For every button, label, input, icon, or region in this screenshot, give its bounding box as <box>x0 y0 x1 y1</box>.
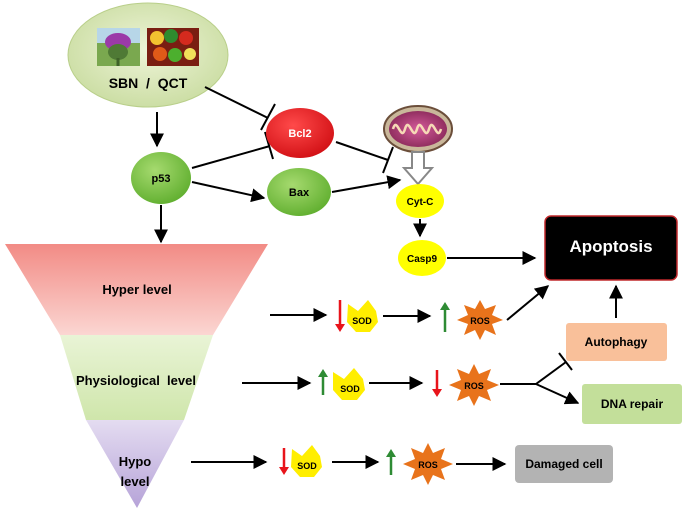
arrow-mito-to-cytc <box>401 151 435 186</box>
inhibit-bar-p53-bcl2 <box>264 131 274 160</box>
hypo-level-label-line2: level <box>121 474 150 489</box>
hyper-level-label: Hyper level <box>102 282 171 297</box>
casp9-label: Casp9 <box>407 254 437 265</box>
inhibit-p53-to-bcl2 <box>191 145 271 169</box>
ros-star <box>457 300 503 340</box>
level-triangle: Hyper level Physiological level Hypo lev… <box>5 244 268 508</box>
cytc-label: Cyt-C <box>407 197 434 208</box>
produce-image <box>147 28 199 66</box>
damaged-cell-label: Damaged cell <box>525 457 602 471</box>
source-group: SBN / QCT <box>67 2 229 108</box>
autophagy-box <box>566 323 667 361</box>
arrow-p53-to-bax <box>191 181 266 203</box>
autophagy-label: Autophagy <box>585 335 648 349</box>
row1-sod-label: SOD <box>352 316 372 326</box>
inhibit-ros-to-autophagy <box>535 361 567 385</box>
ros-star <box>449 364 499 406</box>
up-arrow-head <box>386 449 396 457</box>
inhibit-bar-bcl2-mito <box>382 146 394 174</box>
bax-label: Bax <box>289 187 310 199</box>
row2-ros-label: ROS <box>464 381 484 391</box>
down-arrow-head <box>279 467 289 475</box>
damaged-cell-box <box>515 445 613 483</box>
up-arrow-head <box>440 302 450 310</box>
inhibit-source-to-bcl2 <box>204 86 269 119</box>
apoptosis-box <box>544 215 678 281</box>
down-arrow-head <box>432 389 442 397</box>
physiological-level-label: Physiological level <box>76 373 196 388</box>
hypo-band <box>86 420 184 508</box>
p53-node <box>131 152 191 204</box>
row2-sod-label: SOD <box>340 384 360 394</box>
dna-repair-box <box>582 384 682 424</box>
source-label: SBN / QCT <box>109 75 188 91</box>
row3-sod-label: SOD <box>297 461 317 471</box>
arrow-ros-to-dna-repair <box>535 383 580 405</box>
arrow-bax-to-cytc <box>331 175 402 193</box>
inhibit-bcl2-to-mito <box>335 141 389 161</box>
physiological-band <box>60 335 213 420</box>
up-arrow-head <box>318 369 328 377</box>
mitochondrion-image <box>383 105 453 153</box>
hypo-level-label-line1: Hypo <box>119 454 152 469</box>
thistle-image <box>97 28 140 66</box>
down-arrow-head <box>335 324 345 332</box>
bcl2-label: Bcl2 <box>288 128 311 140</box>
bcl2-node <box>266 108 334 158</box>
ros-star <box>403 443 453 485</box>
p53-label: p53 <box>152 173 171 185</box>
sod-shape <box>333 368 365 400</box>
row3-ros-label: ROS <box>418 460 438 470</box>
sod-shape <box>291 445 322 477</box>
row1-ros-label: ROS <box>470 316 490 326</box>
casp9-node <box>398 240 446 276</box>
sod-shape <box>347 300 378 332</box>
arrow-ros-to-apoptosis <box>506 285 550 321</box>
hyper-band <box>5 244 268 335</box>
inhibit-bar-autophagy <box>558 352 573 371</box>
dna-repair-label: DNA repair <box>601 397 664 411</box>
bax-node <box>267 168 331 216</box>
apoptosis-label: Apoptosis <box>569 237 652 256</box>
cytc-node <box>396 184 444 218</box>
inhibit-bar-source-bcl2 <box>260 103 276 131</box>
